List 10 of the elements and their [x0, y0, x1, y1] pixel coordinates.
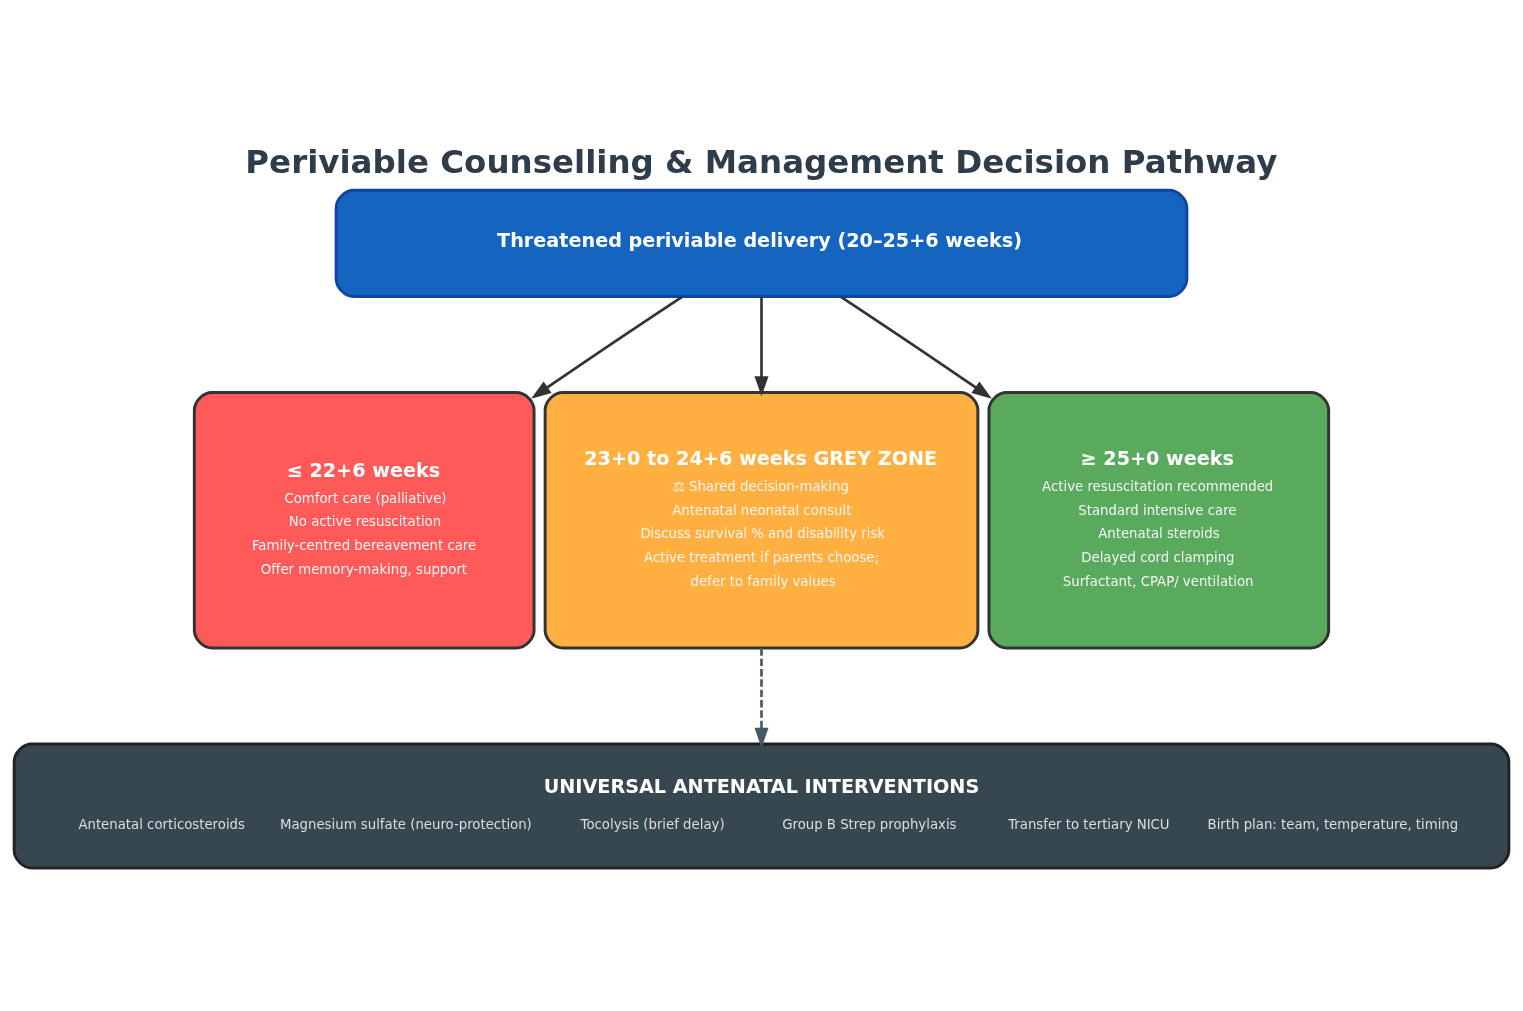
diagram-title: Periviable Counselling & Management Decision Pathway	[245, 143, 1278, 182]
arrow	[531, 295, 683, 399]
arrow	[840, 295, 992, 399]
node-box: ≤ 22+6 weeks Comfort care (palliative) No active resuscitation Family-centred bereavement care Offer memory-making, support	[192, 391, 536, 650]
node-box: 23+0 to 24+6 weeks GREY ZONE ⚖ Shared decision-making Antenatal neonatal consult Discuss survival % and disability risk Active treatment if parents choose; defer to family values	[543, 391, 980, 650]
arrow	[754, 297, 769, 397]
node-box: ≥ 25+0 weeks Active resuscitation recommended Standard intensive care Antenatal steroids Delayed cord clamping Surfactant, CPAP/ ventilation	[987, 391, 1331, 650]
node-box: UNIVERSAL ANTENATAL INTERVENTIONS Antenatal corticosteroids Magnesium sulfate (neuro-protection) Tocolysis (brief delay) Group B Strep prophylaxis Transfer to tertiary NICU Birth plan: team, temperature, timing	[12, 742, 1511, 870]
node-box: Threatened periviable delivery (20–25+6 weeks)	[334, 188, 1189, 298]
arrow	[754, 648, 769, 748]
